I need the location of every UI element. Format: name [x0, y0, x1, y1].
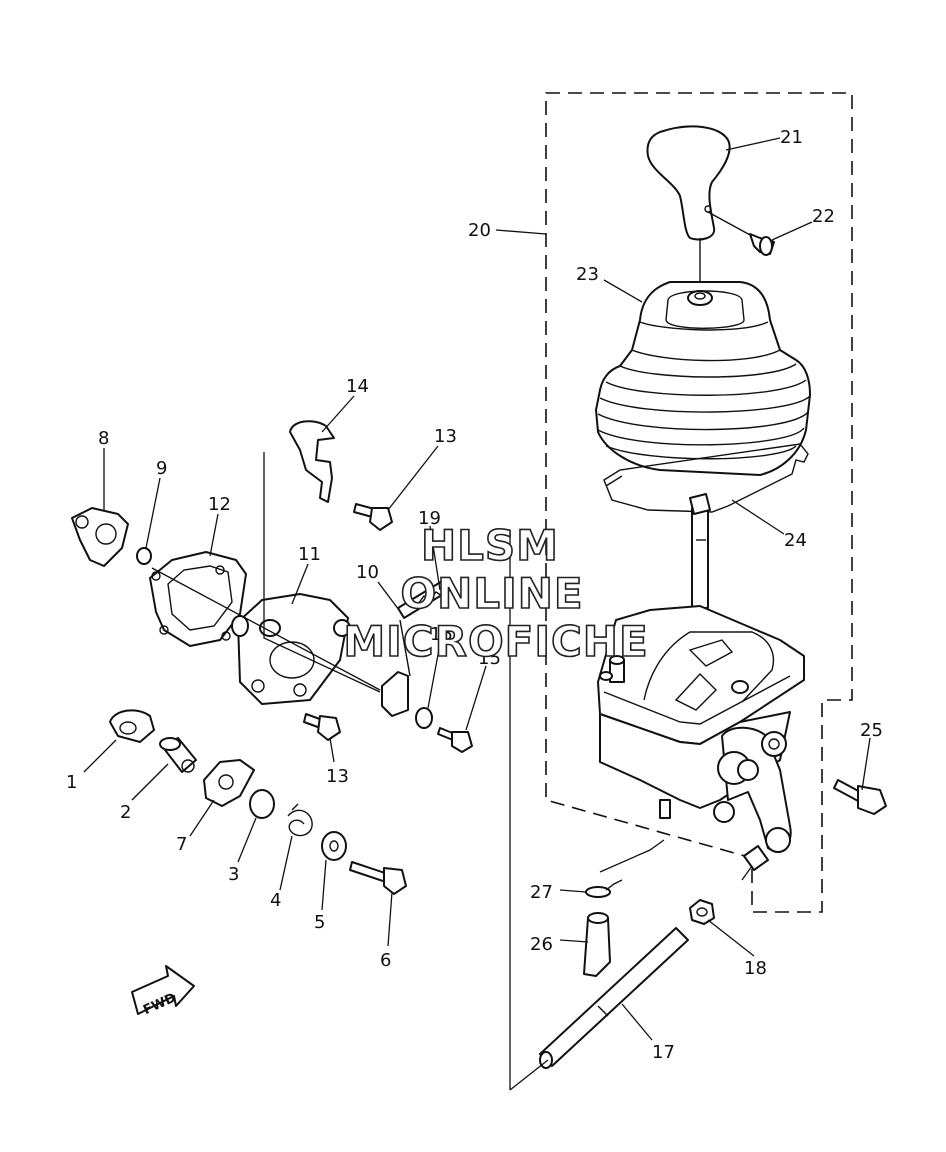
label-18: 18 [744, 958, 767, 979]
label-15b: 15 [478, 648, 501, 669]
shift-rod [539, 927, 689, 1069]
label-5: 5 [314, 912, 325, 933]
shift-knob [646, 125, 731, 290]
bushing-2 [159, 737, 197, 773]
label-17: 17 [652, 1042, 675, 1063]
gear-7 [203, 759, 255, 807]
nut-18 [689, 899, 715, 925]
label-13b: 13 [326, 766, 349, 787]
knob-screw [707, 211, 775, 256]
label-19: 19 [418, 508, 441, 529]
label-27: 27 [530, 882, 553, 903]
washer-15 [415, 707, 433, 729]
watermark-line-1: HLSM [421, 521, 559, 570]
label-6: 6 [380, 950, 391, 971]
shift-boot [595, 281, 811, 476]
watermark: HLSM ONLINE MICROFICHE [343, 520, 649, 667]
label-9: 9 [156, 458, 167, 479]
shift-lever-assembly-boundary [545, 92, 853, 913]
label-4: 4 [270, 890, 281, 911]
fwd-arrow-icon: FWD [131, 965, 195, 1018]
label-24: 24 [784, 530, 807, 551]
label-8: 8 [98, 428, 109, 449]
bolt-13-lower [303, 713, 341, 741]
part-8 [71, 507, 129, 567]
watermark-line-3: MICROFICHE [343, 617, 648, 666]
collar-26 [583, 912, 611, 977]
label-10: 10 [356, 562, 379, 583]
label-13a: 13 [434, 426, 457, 447]
label-20: 20 [468, 220, 491, 241]
label-11: 11 [298, 544, 321, 565]
label-26: 26 [530, 934, 553, 955]
bolt-25 [833, 779, 887, 815]
assembly-line-shift-rod [263, 452, 381, 693]
link-arm-10 [381, 579, 451, 717]
label-15a: 15 [430, 624, 453, 645]
leader-lines [83, 137, 871, 1041]
label-21: 21 [780, 127, 803, 148]
o-ring-9 [136, 547, 152, 565]
bolt-13-top [353, 503, 393, 531]
bolt-15 [437, 727, 473, 753]
label-7: 7 [176, 834, 187, 855]
gasket-12 [149, 551, 247, 647]
bolt-6 [349, 861, 407, 895]
part-1 [109, 709, 155, 743]
label-12: 12 [208, 494, 231, 515]
shift-lever-rod [689, 493, 711, 609]
part-number-labels: 21 22 20 23 24 14 13 8 9 12 19 11 10 15 … [66, 127, 883, 1063]
watermark-line-2: ONLINE [400, 569, 583, 618]
label-14: 14 [346, 376, 369, 397]
shift-gate-housing [597, 605, 805, 871]
label-22: 22 [812, 206, 835, 227]
bracket-14 [289, 420, 335, 503]
label-2: 2 [120, 802, 131, 823]
clip-27 [585, 879, 623, 898]
label-1: 1 [66, 772, 77, 793]
label-25: 25 [860, 720, 883, 741]
cover-11 [231, 593, 351, 705]
label-3: 3 [228, 864, 239, 885]
washer-3 [249, 789, 275, 819]
spring-4 [287, 803, 313, 837]
label-23: 23 [576, 264, 599, 285]
spring-19 [417, 587, 449, 605]
collar-5 [321, 831, 347, 861]
boot-wire-clip [603, 443, 809, 513]
